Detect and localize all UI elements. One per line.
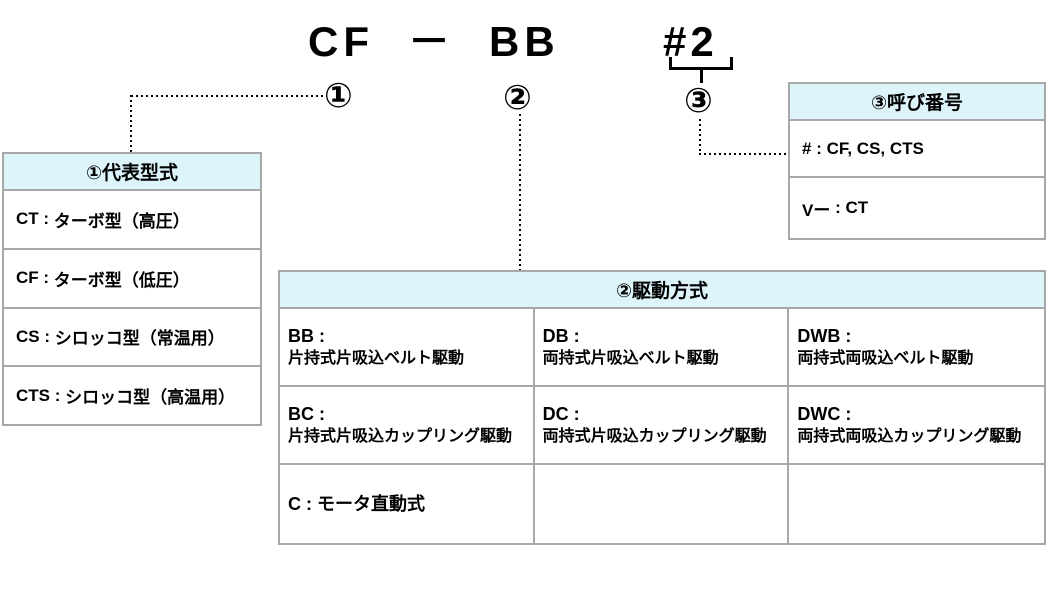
cell-code: BC :: [288, 404, 325, 425]
model-code-dash: －: [408, 18, 451, 65]
row-separator: :: [38, 209, 54, 229]
row-code: CF: [16, 268, 39, 288]
connector-3-horizontal: [699, 153, 788, 155]
connector-2-vertical: [519, 114, 521, 270]
row-desc: CF, CS, CTS: [826, 138, 924, 158]
table-cell: BC : 片持式片吸込カップリング駆動: [280, 387, 535, 465]
table-cell-empty: [789, 465, 1044, 543]
cell-desc: 片持式片吸込ベルト駆動: [288, 350, 465, 368]
model-type-table: ①代表型式 CT : ターボ型（高圧） CF : ターボ型（低圧） CS : シ…: [2, 152, 262, 426]
cell-desc: 両持式両吸込ベルト駆動: [797, 350, 974, 368]
number-under-bracket: [669, 57, 733, 70]
table-row: CTS : シロッコ型（高温用）: [4, 367, 260, 424]
table-cell: BB : 片持式片吸込ベルト駆動: [280, 309, 535, 387]
row-desc: ターボ型（低圧）: [53, 270, 190, 290]
table-row: CT : ターボ型（高圧）: [4, 191, 260, 250]
marker-1-circle: ①: [324, 77, 353, 115]
connector-3-vertical: [699, 119, 701, 155]
cell-code: C : モータ直動式: [288, 493, 425, 514]
cell-code: DWC :: [797, 404, 852, 425]
table-cell: C : モータ直動式: [280, 465, 535, 543]
row-separator: :: [50, 385, 66, 405]
model-type-header: ①代表型式: [4, 154, 260, 191]
table-row: Vー : CT: [790, 178, 1044, 238]
cell-code: DWB :: [797, 326, 852, 347]
table-row: # : CF, CS, CTS: [790, 121, 1044, 178]
model-code-series: CF: [308, 18, 374, 65]
row-separator: :: [830, 198, 846, 217]
table-cell-empty: [535, 465, 790, 543]
row-code: #: [802, 138, 812, 158]
table-cell: DWC : 両持式両吸込カップリング駆動: [789, 387, 1044, 465]
model-code-drive: BB: [489, 18, 560, 65]
number-bracket-tick: [700, 70, 703, 83]
connector-1-vertical: [130, 95, 132, 153]
row-separator: :: [39, 326, 55, 346]
drive-type-grid: BB : 片持式片吸込ベルト駆動 DB : 両持式片吸込ベルト駆動 DWB : …: [280, 309, 1044, 543]
table-row: CF : ターボ型（低圧）: [4, 250, 260, 309]
row-code: CTS: [16, 385, 50, 405]
cell-desc: 両持式片吸込カップリング駆動: [542, 428, 767, 446]
cell-code: DC :: [542, 404, 580, 425]
drive-type-header: ②駆動方式: [280, 272, 1044, 309]
call-number-table: ③呼び番号 # : CF, CS, CTS Vー : CT: [788, 82, 1046, 240]
marker-3-circle: ③: [684, 82, 713, 120]
row-code: Vー: [802, 200, 831, 220]
drive-type-table: ②駆動方式 BB : 片持式片吸込ベルト駆動 DB : 両持式片吸込ベルト駆動 …: [278, 270, 1046, 545]
table-cell: DC : 両持式片吸込カップリング駆動: [534, 387, 790, 465]
row-desc: ターボ型（高圧）: [53, 211, 190, 231]
call-number-header: ③呼び番号: [790, 84, 1044, 121]
row-desc: CT: [845, 198, 869, 217]
row-code: CS: [16, 326, 40, 346]
cell-desc: 両持式両吸込カップリング駆動: [797, 428, 1022, 446]
marker-2-circle: ②: [503, 79, 532, 117]
row-desc: シロッコ型（高温用）: [65, 388, 236, 408]
cell-desc: 片持式片吸込カップリング駆動: [288, 428, 513, 446]
row-code: CT: [16, 209, 39, 229]
connector-1-horizontal: [131, 95, 327, 97]
cell-desc: 両持式片吸込ベルト駆動: [542, 350, 719, 368]
table-row: CS : シロッコ型（常温用）: [4, 309, 260, 368]
table-cell: DWB : 両持式両吸込ベルト駆動: [789, 309, 1044, 387]
row-desc: シロッコ型（常温用）: [54, 329, 225, 349]
row-separator: :: [811, 138, 827, 158]
table-cell: DB : 両持式片吸込ベルト駆動: [534, 309, 790, 387]
cell-code: BB :: [288, 326, 325, 347]
row-separator: :: [38, 268, 54, 288]
cell-code: DB :: [542, 326, 580, 347]
